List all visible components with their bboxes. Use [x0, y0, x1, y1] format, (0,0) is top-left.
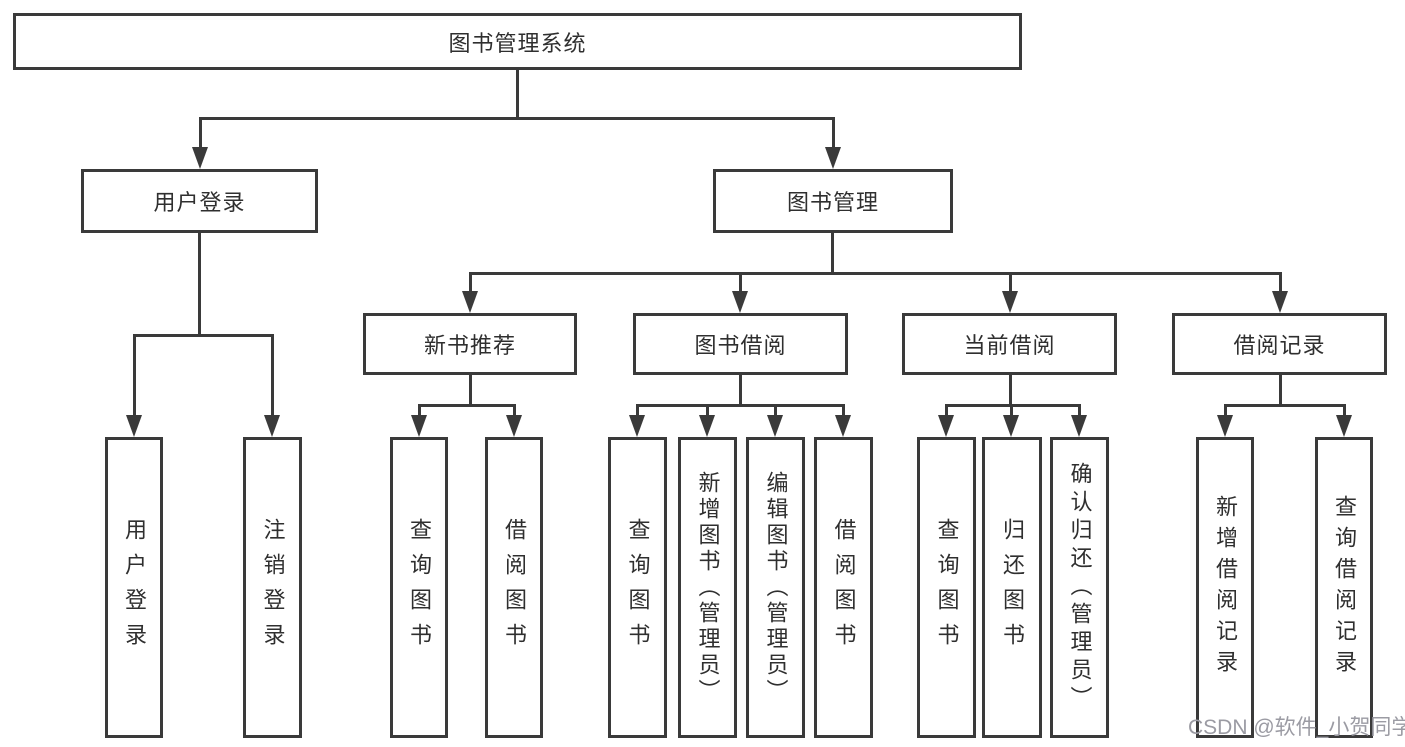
connector-to-leaf-user-login: [133, 334, 136, 417]
node-label: 查询图书: [934, 517, 960, 658]
connector-to-book-borrowing: [739, 272, 742, 293]
arrowhead-down-icon: [462, 291, 478, 313]
connector-to-bb-borrow: [842, 404, 845, 417]
arrowhead-down-icon: [732, 291, 748, 313]
node-label: 图书管理系统: [448, 30, 587, 56]
leaf-cb-return-book: 归还图书: [982, 437, 1042, 738]
arrowhead-down-icon: [938, 415, 954, 437]
arrowhead-down-icon: [1003, 415, 1019, 437]
connector-to-cb-query: [945, 404, 948, 417]
node-label: 编辑图书（管理员）: [763, 470, 789, 705]
connector-root-stem: [516, 70, 519, 118]
connector-to-nbr-query: [418, 404, 421, 417]
node-book-borrowing: 图书借阅: [633, 313, 848, 375]
connector-to-cb-confirm: [1078, 404, 1081, 417]
node-label: 借阅记录: [1233, 333, 1326, 358]
arrowhead-down-icon: [699, 415, 715, 437]
connector-to-user-login: [199, 117, 202, 149]
node-user-login: 用户登录: [81, 169, 318, 233]
arrowhead-down-icon: [767, 415, 783, 437]
node-label: 新增借阅记录: [1213, 494, 1238, 681]
connector-to-bb-add: [706, 404, 709, 417]
connector-nbr-rail: [418, 404, 516, 407]
node-new-book-recommend: 新书推荐: [363, 313, 577, 375]
node-label: 当前借阅: [963, 333, 1056, 358]
node-book-management: 图书管理: [713, 169, 953, 233]
leaf-cb-confirm-return-admin: 确认归还（管理员）: [1050, 437, 1109, 738]
arrowhead-down-icon: [1002, 291, 1018, 313]
watermark-text: CSDN @软件_小贺同学: [1188, 716, 1405, 739]
connector-to-bb-edit: [774, 404, 777, 417]
arrowhead-down-icon: [411, 415, 427, 437]
connector-to-current-borrowing: [1009, 272, 1012, 293]
node-label: 查询图书: [407, 517, 432, 658]
connector-cb-stem: [1009, 375, 1012, 406]
connector-bb-rail: [636, 404, 844, 407]
node-label: 查询图书: [625, 517, 651, 658]
arrowhead-down-icon: [264, 415, 280, 437]
node-label: 用户登录: [153, 190, 246, 215]
connector-to-leaf-logout: [271, 334, 274, 417]
leaf-nbr-borrow-book: 借阅图书: [485, 437, 543, 738]
leaf-bb-query-book: 查询图书: [608, 437, 667, 738]
connector-user-login-rail: [133, 334, 274, 337]
connector-to-bb-query: [636, 404, 639, 417]
connector-to-new-book-recommend: [469, 272, 472, 293]
leaf-br-query-record: 查询借阅记录: [1315, 437, 1373, 738]
leaf-bb-add-book-admin: 新增图书（管理员）: [678, 437, 737, 738]
connector-user-login-stem: [198, 233, 201, 335]
node-label: 查询借阅记录: [1332, 494, 1357, 681]
node-label: 新书推荐: [423, 333, 516, 358]
arrowhead-down-icon: [126, 415, 142, 437]
node-label: 确认归还（管理员）: [1067, 461, 1093, 714]
arrowhead-down-icon: [506, 415, 522, 437]
node-label: 用户登录: [122, 517, 147, 658]
connector-to-br-query: [1343, 404, 1346, 417]
node-root: 图书管理系统: [13, 13, 1022, 70]
arrowhead-down-icon: [1336, 415, 1352, 437]
connector-book-mgmt-stem: [831, 233, 834, 274]
node-label: 借阅图书: [831, 517, 857, 658]
connector-to-borrowing-records: [1279, 272, 1282, 293]
connector-to-nbr-borrow: [513, 404, 516, 417]
connector-br-rail: [1224, 404, 1345, 407]
arrowhead-down-icon: [1272, 291, 1288, 313]
connector-nbr-stem: [469, 375, 472, 406]
node-label: 图书借阅: [694, 333, 787, 358]
node-label: 图书管理: [786, 190, 879, 215]
connector-to-book-management: [832, 117, 835, 149]
node-current-borrowing: 当前借阅: [902, 313, 1117, 375]
leaf-bb-borrow-book: 借阅图书: [814, 437, 873, 738]
arrowhead-down-icon: [1217, 415, 1233, 437]
leaf-br-add-record: 新增借阅记录: [1196, 437, 1254, 738]
node-label: 注销登录: [260, 517, 286, 658]
node-borrowing-records: 借阅记录: [1172, 313, 1387, 375]
arrowhead-down-icon: [1071, 415, 1087, 437]
connector-br-stem: [1279, 375, 1282, 406]
node-label: 归还图书: [1000, 517, 1025, 658]
connector-bb-stem: [739, 375, 742, 406]
node-label: 借阅图书: [502, 517, 527, 658]
arrowhead-down-icon: [835, 415, 851, 437]
node-label: 新增图书（管理员）: [695, 470, 721, 705]
connector-to-cb-return: [1010, 404, 1013, 417]
leaf-user-login: 用户登录: [105, 437, 163, 738]
leaf-bb-edit-book-admin: 编辑图书（管理员）: [746, 437, 805, 738]
connector-root-rail: [199, 117, 835, 120]
leaf-nbr-query-book: 查询图书: [390, 437, 448, 738]
arrowhead-down-icon: [192, 147, 208, 169]
arrowhead-down-icon: [825, 147, 841, 169]
leaf-logout: 注销登录: [243, 437, 302, 738]
connector-book-mgmt-rail: [469, 272, 1282, 275]
arrowhead-down-icon: [629, 415, 645, 437]
leaf-cb-query-book: 查询图书: [917, 437, 976, 738]
connector-to-br-add: [1224, 404, 1227, 417]
